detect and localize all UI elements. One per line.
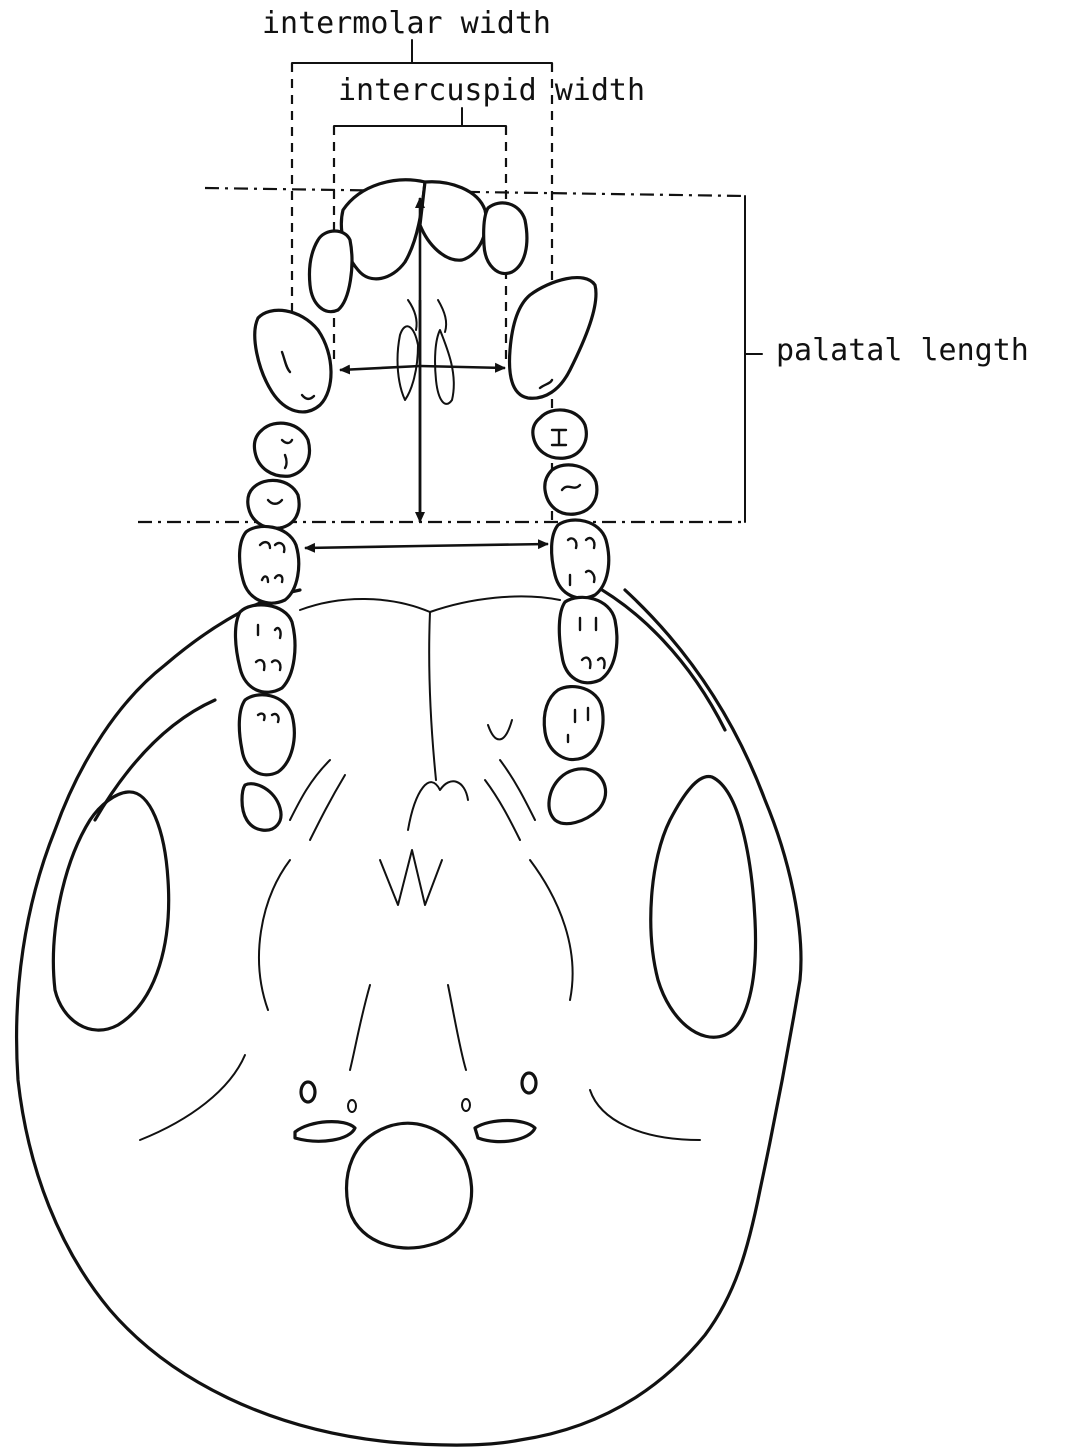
lateral-incisor-left [309,231,351,312]
occipital-condyle-left [295,1122,355,1142]
basilar-left [350,985,370,1070]
foramen-right-2 [462,1099,470,1111]
palate-midline [429,612,436,780]
basal-curve-right [530,860,573,1000]
molar-left-2 [235,605,294,692]
basilar-right [448,985,466,1070]
intercuspid-width-label: intercuspid width [338,73,645,108]
intermolar-arrow-left [305,546,420,548]
premolar-left-1 [254,423,309,476]
premolar-right-2 [545,465,597,514]
molar-right-2 [559,597,617,682]
palate-notch [488,720,512,739]
pterygoid-right-2 [485,780,520,840]
molar-left-3 [239,695,294,775]
intercuspid-arrow-left [340,366,420,370]
ruga-2 [438,300,446,332]
molar-left-1 [240,526,299,603]
ruga-1 [408,300,417,330]
vomer [380,850,442,905]
skull-outline [17,590,801,1445]
palate-curve [300,596,560,612]
basal-curve-left [259,860,290,1010]
foramen-magnum [347,1123,472,1248]
zygomatic-opening-right [651,777,756,1038]
occipital-condyle-right [475,1121,535,1142]
foramen-left-2 [348,1100,356,1112]
foramen-right-1 [522,1073,536,1093]
intercuspid-arrow-right [420,366,505,368]
pterygoid-left-2 [310,775,345,840]
palate-back [408,781,468,830]
molar-right-1 [552,520,609,598]
foramen-left-1 [301,1082,315,1102]
third-molar-left [242,784,281,831]
lateral-incisor-right [484,203,527,274]
third-molar-right [549,769,606,824]
papilla-left [398,326,418,400]
mastoid-right [590,1090,700,1140]
molar-right-3 [544,687,603,760]
canine-left [255,310,331,412]
intermolar-width-label: intermolar width [262,6,551,41]
central-incisor-right [420,182,486,260]
mastoid-left [140,1055,245,1140]
central-incisor-left [341,180,425,279]
palatal-length-label: palatal length [776,333,1029,368]
zygomatic-opening-left [53,792,168,1030]
intermolar-arrow-right [420,544,548,546]
